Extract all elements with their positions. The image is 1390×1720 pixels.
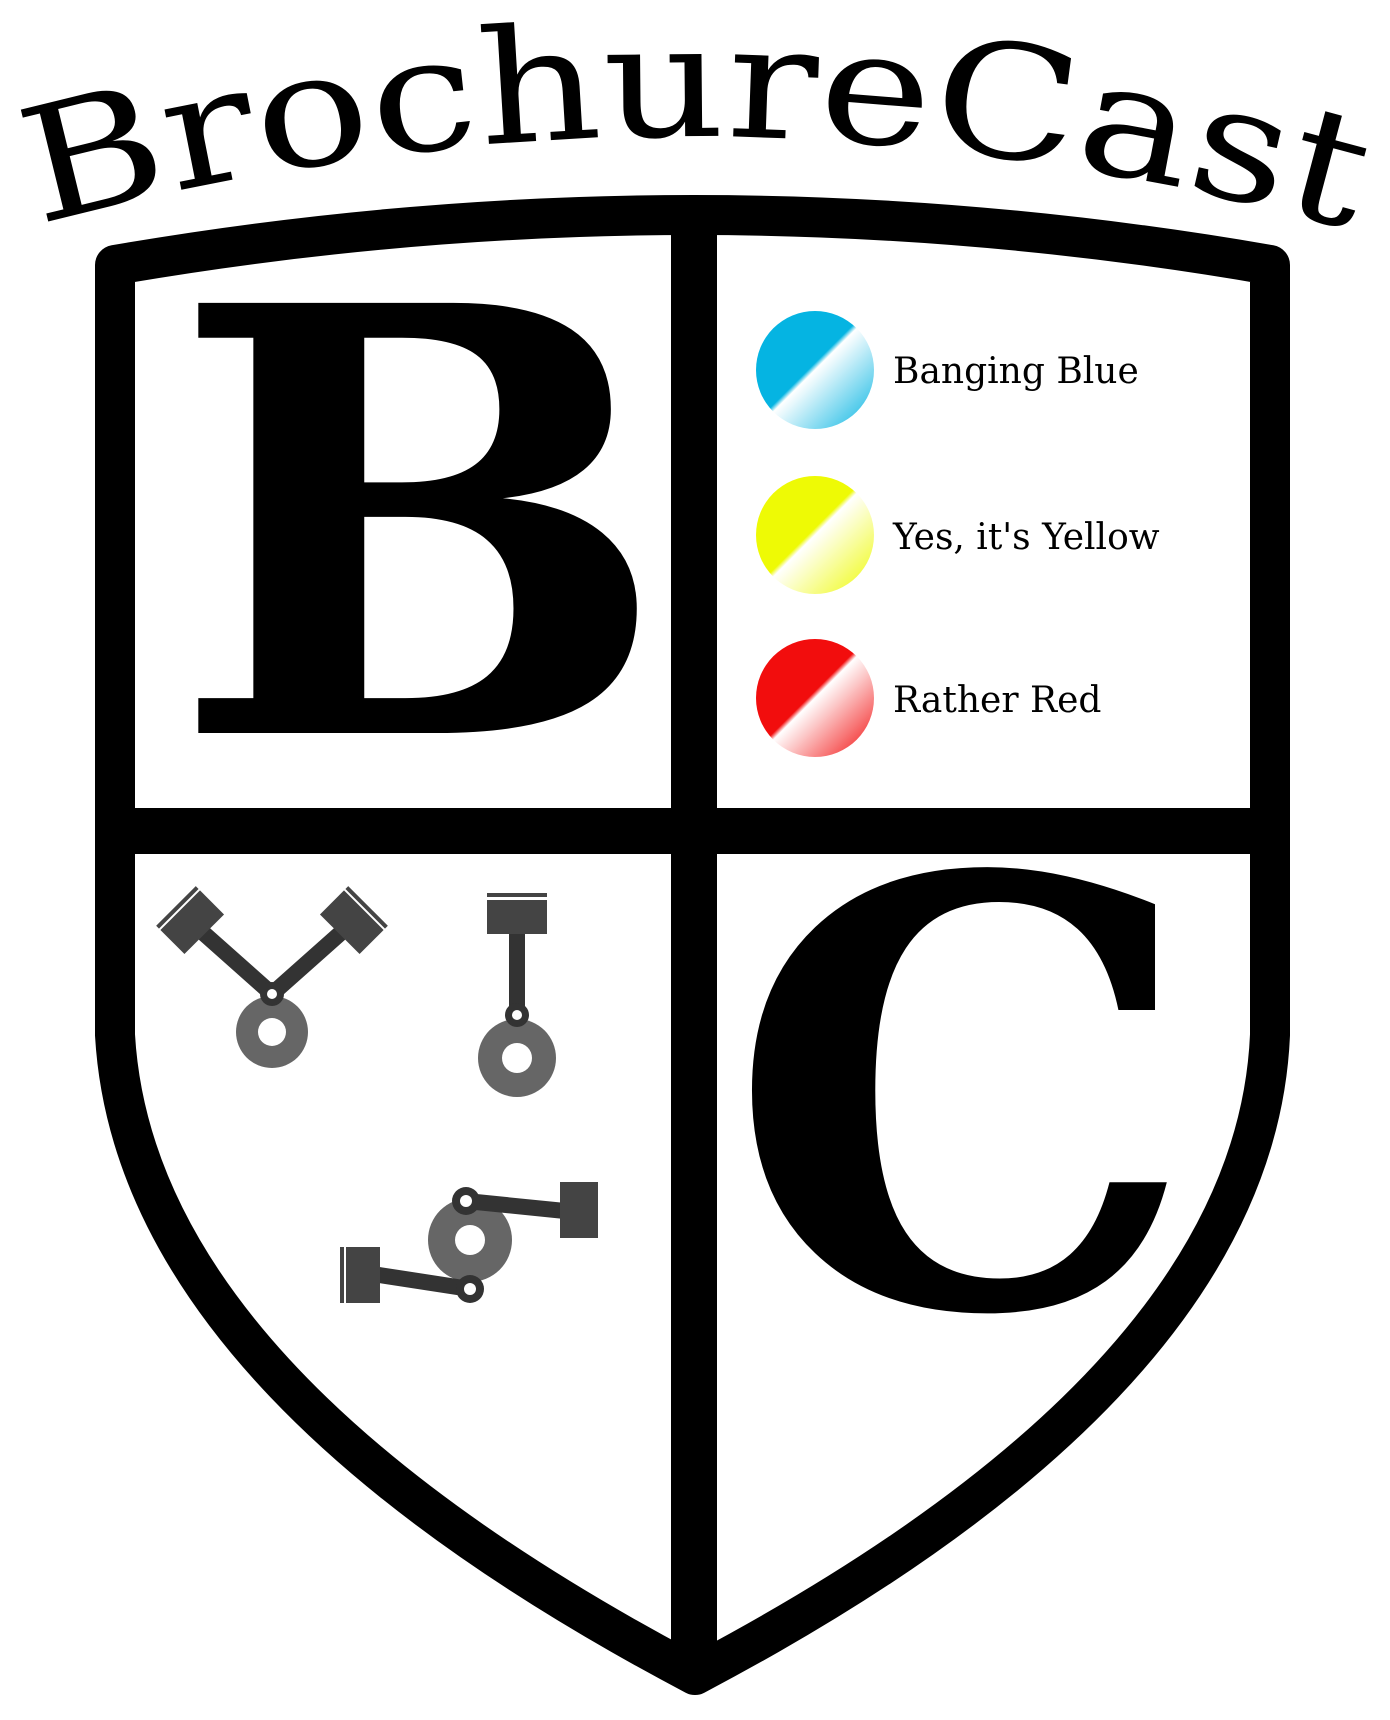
red-swatch-icon [756,639,874,757]
legend-label-red: Rather Red [893,680,1101,721]
letter-c: C [727,752,1197,1445]
flat-twin-engine-icon [340,1182,598,1303]
legend-label-yellow: Yes, it's Yellow [892,517,1160,558]
colour-legend: Banging Blue Yes, it's Yellow Rather Red [756,311,1160,757]
yellow-swatch-icon [756,476,874,594]
single-piston-icon [478,893,556,1097]
horizontal-divider [115,808,1270,854]
legend-label-blue: Banging Blue [893,351,1139,392]
engine-icons [156,886,598,1303]
blue-swatch-icon [756,311,874,429]
v-twin-engine-icon [156,886,388,1068]
letter-b: B [171,180,670,873]
vertical-divider [671,215,717,1675]
